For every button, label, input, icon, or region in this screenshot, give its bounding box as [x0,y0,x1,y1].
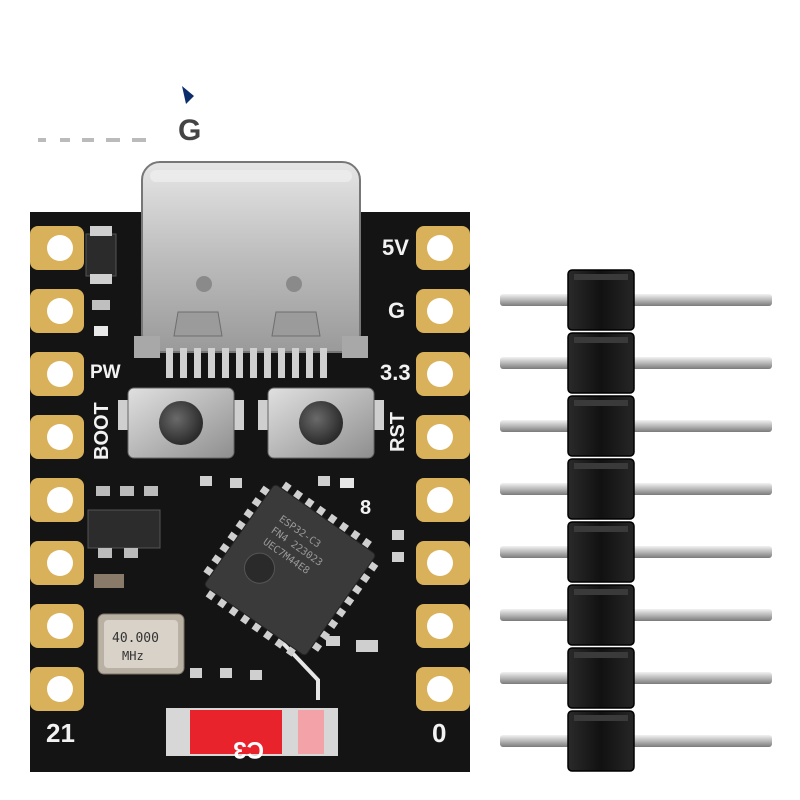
pin-pad [30,352,84,396]
pin-pad [416,478,470,522]
pin-pad [30,667,84,711]
pin-pad [30,415,84,459]
pin-pad [416,352,470,396]
header-pin [500,521,772,583]
pin-label-21: 21 [46,718,75,748]
pin-pad [416,415,470,459]
header-pin [500,458,772,520]
header-pin [500,584,772,646]
crystal-oscillator: 40.000 MHz [97,613,185,675]
crystal-frequency: 40.000 [112,631,159,646]
pin-pad [416,289,470,333]
header-pin [500,269,772,331]
pin-pad [416,604,470,648]
model-badge: C3 [166,708,338,763]
header-pin [500,710,772,772]
pin-pad [30,478,84,522]
right-pin-pads [416,226,470,711]
usb-c-connector [134,161,368,378]
watermark-letter: G [178,114,201,147]
left-pin-pads [30,226,84,711]
esp32-c3-chip: ESP32-C3 FN4 223023 UEC7M44E8 [203,481,379,657]
esp32-c3-board: PW 5V G 3.3 21 0 8 BOOT RST [30,161,470,772]
model-badge-text: C3 [233,736,264,763]
boot-button-label: BOOT [91,402,113,460]
pin-pad [30,541,84,585]
boot-button [118,387,244,459]
pin-pad [416,541,470,585]
power-led-label: PW [90,362,121,383]
pin-pad [30,604,84,648]
reset-button [258,387,384,459]
pin-pad [30,289,84,333]
gpio-label-8: 8 [360,497,371,519]
pin-label-3v3: 3.3 [380,360,411,385]
pin-pad [416,667,470,711]
pin-pad [30,226,84,270]
pin-label-5v: 5V [382,235,409,260]
watermark: G [38,86,201,147]
pin-header [500,269,772,772]
reset-button-label: RST [387,412,409,452]
smd-components [87,476,404,700]
pin-label-g: G [388,298,405,323]
header-pin [500,332,772,394]
pin-pad [416,226,470,270]
pin-label-0: 0 [432,718,446,748]
watermark-mark [182,86,194,104]
regulator-component [85,226,117,336]
header-pin [500,647,772,709]
crystal-unit: MHz [122,649,144,663]
header-pin [500,395,772,457]
